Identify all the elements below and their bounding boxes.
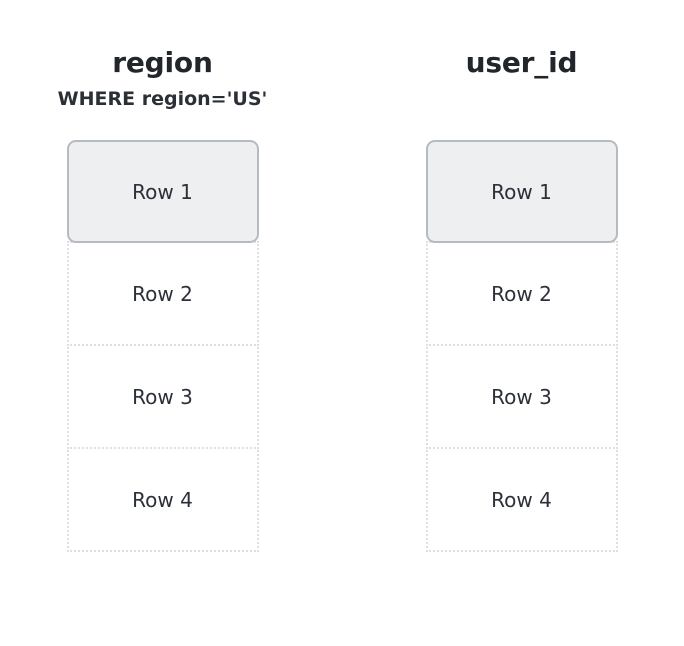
column-header-region: region WHERE region='US' xyxy=(13,46,313,111)
row-cell[interactable]: Row 2 xyxy=(425,241,618,346)
row-cell[interactable]: Row 4 xyxy=(425,447,618,552)
row-stack-region: Row 1 Row 2 Row 3 Row 4 xyxy=(66,140,259,552)
column-subtitle: WHERE region='US' xyxy=(57,88,268,110)
row-cell[interactable]: Row 2 xyxy=(66,241,259,346)
row-stack-user-id: Row 1 Row 2 Row 3 Row 4 xyxy=(425,140,618,552)
column-user-id: user_id Row 1 Row 2 Row 3 Row 4 xyxy=(425,46,618,552)
column-title: region xyxy=(112,46,213,79)
column-header-user-id: user_id xyxy=(372,46,672,111)
column-title: user_id xyxy=(465,46,578,79)
row-cell-highlighted[interactable]: Row 1 xyxy=(66,140,259,243)
row-cell[interactable]: Row 4 xyxy=(66,447,259,552)
column-region: region WHERE region='US' Row 1 Row 2 Row… xyxy=(58,46,267,552)
row-cell[interactable]: Row 3 xyxy=(66,344,259,449)
row-cell-highlighted[interactable]: Row 1 xyxy=(425,140,618,243)
row-cell[interactable]: Row 3 xyxy=(425,344,618,449)
